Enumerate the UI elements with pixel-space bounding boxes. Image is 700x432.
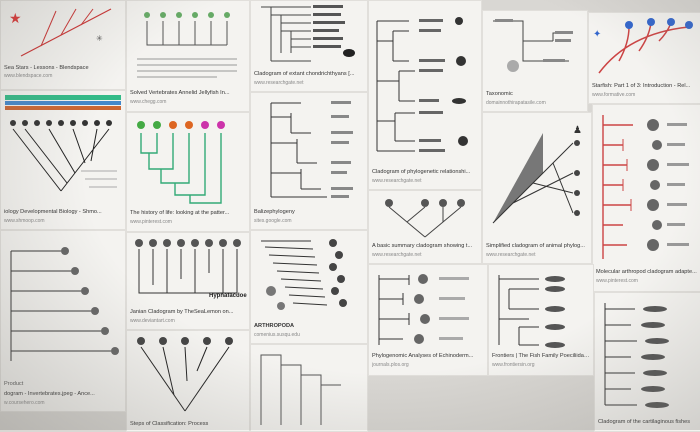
result-caption: Cladogram of extant chondrichthyans [... [254, 71, 355, 77]
result-source: www.researchgate.net [486, 252, 536, 258]
inline-label: Product [4, 381, 24, 387]
echinoderm-icon [369, 265, 487, 353]
result-source: journals.plos.org [372, 362, 409, 368]
result-tile-arthropoda[interactable]: ARTHROPODA comenius.susqu.edu [250, 230, 368, 344]
result-source: www.blendspace.com [4, 73, 53, 79]
result-source: www.deviantart.com [130, 318, 175, 324]
result-caption: Sea Stars - Lessons - Blendspace [4, 65, 89, 71]
creature-cladogram-icon [127, 233, 249, 307]
result-caption: The history of life: looking at the patt… [130, 210, 230, 216]
result-caption: Janian Cladogram by TheSeaLemon on... [130, 309, 234, 315]
result-tile-chondrichthyans[interactable]: Cladogram of extant chondrichthyans [...… [250, 0, 368, 92]
result-tile-starfish[interactable]: ✦ Starfish: Part 1 of 3: Introduction - … [588, 12, 700, 104]
result-caption: Phylogenomic Analyses of Echinoderm... [372, 353, 474, 359]
arthropod-tree-icon [593, 105, 700, 269]
result-caption: Frontiers | The Fish Family Poeciliidae:… [492, 353, 590, 359]
summary-cladogram-icon [369, 191, 481, 243]
result-source: www.pinterest.com [596, 278, 638, 284]
result-tile-balizephylogeny[interactable]: Balizephylogeny sites.google.com [250, 92, 368, 230]
staircase-tree-icon [251, 345, 367, 431]
result-caption: iology Developmental Biology - Shmo... [4, 209, 102, 215]
svg-text:★: ★ [9, 10, 22, 26]
invertebrate-tree-icon [1, 231, 125, 381]
svg-text:✦: ✦ [593, 29, 601, 40]
result-caption: Molecular arthropod cladogram adapte... [596, 269, 697, 275]
star-phylogeny-icon: ★✳ [1, 1, 125, 65]
result-source: www.researchgate.net [372, 252, 422, 258]
arthropoda-icon [251, 231, 367, 321]
result-source: www.shmoop.com [4, 218, 45, 224]
result-tile-sea-stars[interactable]: ★✳ Sea Stars - Lessons - Blendspace www.… [0, 0, 126, 90]
result-tile-cartilaginous[interactable]: Cladogram of the cartilaginous fishes [594, 292, 700, 432]
cartilaginous-icon [595, 293, 700, 415]
result-tile-basic-summary[interactable]: A basic summary cladogram showing t... w… [368, 190, 482, 264]
result-tile-taxonomic[interactable]: Taxonomic domainnothirapatasile.com [482, 10, 588, 112]
result-caption: Cladogram of phylogenetic relationshi... [372, 169, 471, 175]
result-caption: Steps of Classification: Process [130, 421, 209, 427]
result-caption: Simplified cladogram of animal phylog... [486, 243, 585, 249]
result-source: domainnothirapatasile.com [486, 100, 546, 106]
result-tile-history-of-life[interactable]: The history of life: looking at the patt… [126, 112, 250, 232]
result-tile-phylogenetic[interactable]: Cladogram of phylogenetic relationshi...… [368, 0, 482, 190]
vertebrate-tree-icon [127, 1, 249, 89]
taxonomy-icon [483, 11, 587, 89]
svg-text:✳: ✳ [96, 34, 103, 43]
result-tile-vertebrates[interactable]: Solved Vertebrates Annelid Jellyfish In.… [126, 0, 250, 112]
result-caption: Starfish: Part 1 of 3: Introduction - Re… [592, 83, 691, 89]
shark-cladogram-icon [251, 1, 367, 69]
result-tile-staircase[interactable] [250, 344, 368, 432]
result-source: sites.google.com [254, 218, 292, 224]
phylogeny-icon [369, 1, 481, 167]
result-caption: ARTHROPODA [254, 323, 295, 329]
result-tile-simplified-cladogram[interactable]: ♟ Simplified cladogram of animal phylog.… [482, 112, 592, 264]
animal-tree-icon [1, 91, 125, 207]
starfish-tree-icon: ✦ [589, 13, 700, 81]
result-source: www.researchgate.net [372, 178, 422, 184]
result-tile-echinoderm[interactable]: Phylogenomic Analyses of Echinoderm... j… [368, 264, 488, 376]
result-caption: A basic summary cladogram showing t... [372, 243, 473, 249]
result-source: w.coursehero.com [4, 400, 45, 406]
result-caption: Taxonomic [486, 91, 513, 97]
result-source: www.pinterest.com [130, 219, 172, 225]
wedge-cladogram-icon: ♟ [483, 113, 591, 241]
result-caption: Balizephylogeny [254, 209, 295, 215]
result-source: www.chegg.com [130, 99, 167, 105]
result-tile-molecular-arthropod[interactable]: Molecular arthropod cladogram adapte... … [592, 104, 700, 292]
svg-text:♟: ♟ [573, 125, 582, 136]
result-source: comenius.susqu.edu [254, 332, 300, 338]
result-source: www.researchgate.net [254, 80, 304, 86]
result-caption: Cladogram of the cartilaginous fishes [598, 419, 691, 425]
result-source: www.frontiersin.org [492, 362, 535, 368]
classification-icon [127, 331, 249, 419]
result-tile-janian-cladogram[interactable]: Hyphafacdoe Janian Cladogram by TheSeaLe… [126, 232, 250, 330]
result-tile-fish-family[interactable]: Frontiers | The Fish Family Poeciliidae:… [488, 264, 594, 376]
result-tile-classification[interactable]: Steps of Classification: Process [126, 330, 250, 432]
result-tile-invertebrates[interactable]: Product dogram - Invertebrates.jpeg - An… [0, 230, 126, 412]
result-source: www.formative.com [592, 92, 636, 98]
fish-tree-icon [489, 265, 593, 353]
result-caption: dogram - Invertebrates.jpeg - Ance... [4, 391, 95, 397]
result-tile-developmental-biology[interactable]: iology Developmental Biology - Shmo... w… [0, 90, 126, 230]
inline-label: Hyphafacdoe [209, 293, 247, 299]
bracket-tree-icon [251, 93, 367, 207]
result-caption: Solved Vertebrates Annelid Jellyfish In.… [130, 90, 230, 96]
history-tree-icon [127, 113, 249, 209]
